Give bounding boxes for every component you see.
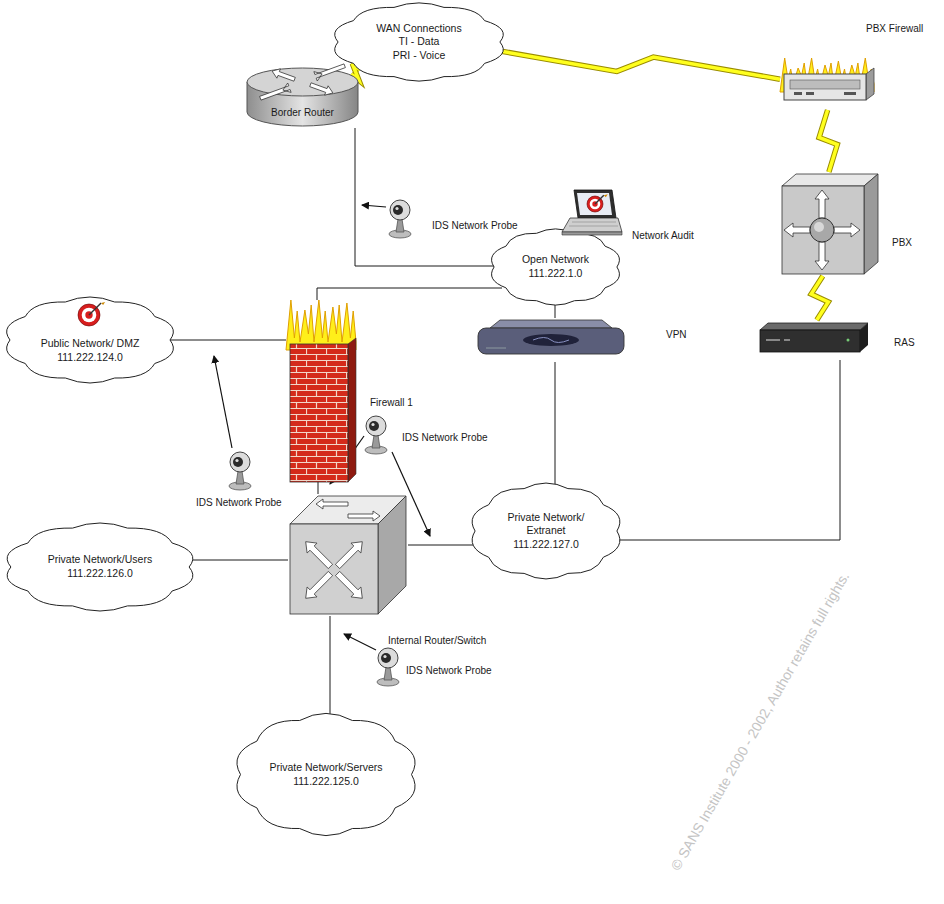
- device-label: Internal Router/Switch: [388, 634, 538, 647]
- probe-label: IDS Network Probe: [406, 664, 492, 677]
- network-cloud: Private Network/ Extranet111.222.127.0: [468, 482, 624, 580]
- watermark-text: © SANS Institute 2000 - 2002, Author ret…: [652, 543, 868, 899]
- firewall-icon: [286, 300, 356, 482]
- network-address: 111.222.125.0: [293, 775, 359, 789]
- network-name: Private Network/Users: [48, 553, 152, 567]
- firewall-node: Firewall 1: [286, 300, 426, 482]
- wan-cloud: WAN ConnectionsTI - DataPRI - Voice: [330, 2, 508, 82]
- laptop-node: Network Audit: [560, 188, 700, 244]
- network-address: 111.222.124.0: [57, 351, 123, 365]
- network-link: [184, 560, 288, 561]
- watermark: © SANS Institute 2000 - 2002, Author ret…: [652, 543, 868, 899]
- device-label: Firewall 1: [370, 396, 426, 409]
- probe-label: IDS Network Probe: [432, 219, 518, 232]
- router-icon: [245, 66, 360, 128]
- vpn-node: VPN: [476, 318, 696, 362]
- device-label: RAS: [894, 336, 928, 349]
- probe-label-box: IDS Network Probe: [406, 664, 492, 677]
- pbx-node: PBX: [780, 172, 920, 278]
- network-address: TI - Data: [399, 35, 440, 49]
- probe-label-box: IDS Network Probe: [196, 496, 282, 509]
- network-address: 111.222.1.0: [529, 267, 583, 281]
- network-link: [164, 340, 286, 341]
- wan-link: [490, 49, 780, 79]
- probe-label-box: IDS Network Probe: [432, 219, 518, 232]
- device-label: Network Audit: [632, 229, 700, 242]
- network-cloud: Private Network/Servers111.222.125.0: [232, 712, 420, 837]
- network-cloud: Open Network111.222.1.0: [488, 228, 623, 306]
- vpn-icon: [476, 318, 626, 362]
- network-address: 111.222.127.0: [513, 538, 579, 552]
- network-link: [330, 616, 331, 726]
- network-address: 111.222.126.0: [67, 567, 133, 581]
- firewall-device-node: PBX Firewall: [778, 18, 938, 112]
- network-link: [555, 362, 556, 496]
- wan-link: [811, 276, 828, 320]
- firewall-device-icon: [780, 58, 874, 110]
- network-link: [317, 288, 502, 300]
- network-cloud: Private Network/Users111.222.126.0: [2, 522, 198, 612]
- ids-probe-icon: [362, 200, 411, 238]
- device-label: PBX: [892, 236, 920, 249]
- laptop-icon: [560, 188, 622, 238]
- router-node: Border Router: [245, 66, 360, 128]
- network-link: [355, 128, 502, 266]
- network-link: [318, 482, 319, 494]
- probe-label-box: IDS Network Probe: [402, 431, 488, 444]
- network-name: Open Network: [522, 253, 589, 267]
- ras-node: RAS: [758, 320, 928, 366]
- device-label: VPN: [666, 328, 696, 341]
- network-link: [610, 360, 840, 540]
- network-name: Private Network/Servers: [269, 761, 382, 775]
- network-name: WAN Connections: [376, 22, 461, 36]
- wan-link: [819, 110, 837, 172]
- network-name: Private Network/ Extranet: [496, 511, 596, 538]
- network-name: Public Network/ DMZ: [41, 337, 140, 351]
- ras-icon: [758, 320, 870, 360]
- ids-probe-icon: [214, 356, 251, 490]
- network-link: [408, 545, 482, 546]
- probe-label: IDS Network Probe: [196, 496, 282, 509]
- switch-icon: [288, 494, 408, 616]
- probe-label: IDS Network Probe: [402, 431, 488, 444]
- device-label: Border Router: [245, 106, 360, 119]
- device-label: PBX Firewall: [866, 22, 936, 35]
- network-cloud: Public Network/ DMZ111.222.124.0: [2, 296, 178, 384]
- pbx-icon: [780, 172, 880, 276]
- network-address: PRI - Voice: [393, 49, 446, 63]
